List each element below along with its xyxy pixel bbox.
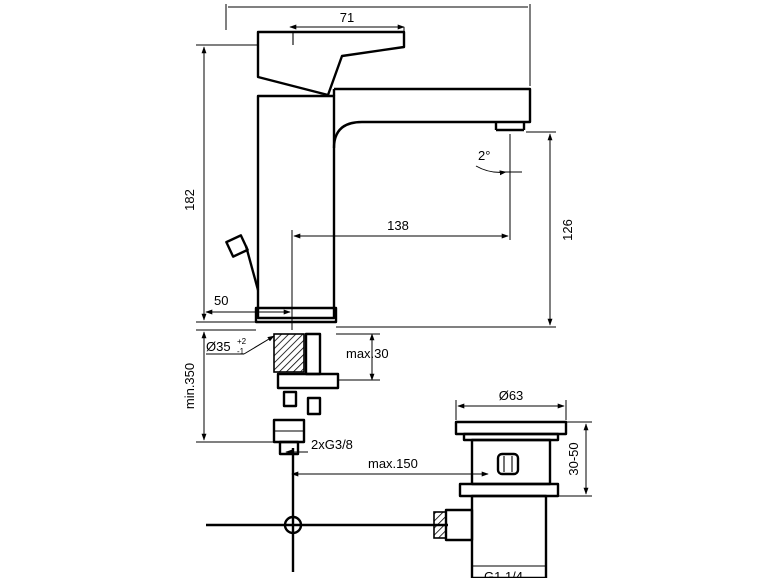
pop-up-rod <box>206 448 448 572</box>
dim-126: 126 <box>336 131 575 328</box>
faucet-body <box>256 87 532 320</box>
dim-138-label: 138 <box>387 218 409 233</box>
dim-rod-reach: max.150 <box>291 456 489 477</box>
dim-connections: 2xG3/8 <box>285 437 353 455</box>
supply-hoses <box>273 332 340 390</box>
dim-deck-thickness: max.30 <box>336 333 389 381</box>
dim-hose-label: min.350 <box>182 363 197 409</box>
dim-182: 182 <box>182 44 258 323</box>
dim-waste-diameter: Ø63 <box>455 388 567 420</box>
faucet-base <box>254 306 338 324</box>
dim-hole-tol-plus: +2 <box>237 337 247 346</box>
dim-waste-diameter-label: Ø63 <box>499 388 524 403</box>
pop-up-rod-lever <box>225 234 260 291</box>
dim-angle: 2° <box>475 148 522 176</box>
dim-rod-label: max.150 <box>368 456 418 471</box>
dim-138: 138 <box>291 134 511 330</box>
dim-waste-thread-label: G1 1/4 <box>484 569 523 578</box>
dim-50-label: 50 <box>214 293 228 308</box>
drain-waste <box>433 420 568 578</box>
dim-182-label: 182 <box>182 189 197 211</box>
dim-hole-label: Ø35 <box>206 339 231 354</box>
dim-connections-label: 2xG3/8 <box>311 437 353 452</box>
dim-126-label: 126 <box>560 219 575 241</box>
dim-waste-height: 30-50 <box>558 421 592 497</box>
lever-handle <box>256 30 406 97</box>
dim-50: 50 <box>205 293 291 315</box>
dim-waste-height-label: 30-50 <box>566 442 581 475</box>
dim-71-label: 71 <box>340 10 354 25</box>
dim-hole-tol-minus: -1 <box>237 347 245 356</box>
dim-71: 71 <box>225 4 531 86</box>
dim-deck-label: max.30 <box>346 346 389 361</box>
dim-hose-length: min.350 <box>182 329 274 443</box>
dim-hole-diameter: Ø35 +2 -1 <box>206 335 275 356</box>
dim-angle-label: 2° <box>478 148 490 163</box>
dim-waste-thread: G1 1/4 <box>472 565 546 578</box>
